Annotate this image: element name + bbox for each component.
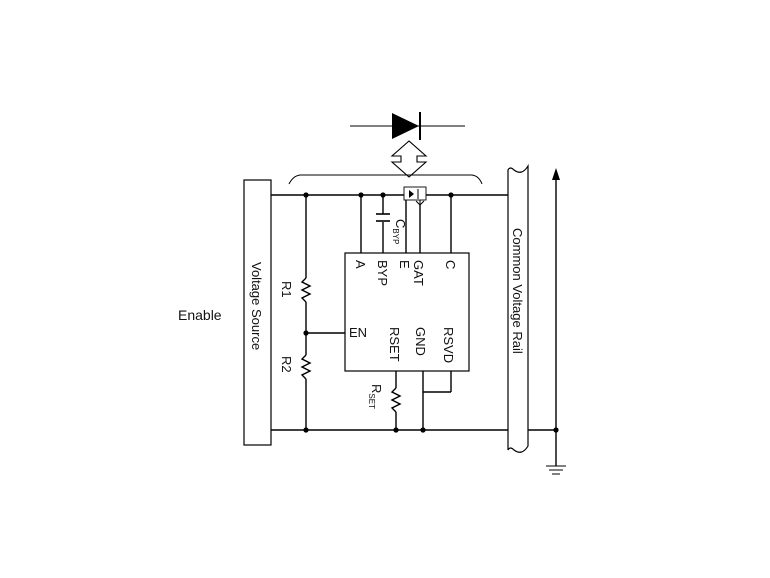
- r2-label: R2: [279, 356, 294, 373]
- rset-resistor-label: RSET: [367, 384, 384, 409]
- ground-icon: [546, 465, 566, 475]
- diode-icon: [350, 112, 465, 140]
- capacitor-icon: [376, 213, 390, 222]
- junction-dot: [303, 427, 309, 433]
- pin-label-rsvd: RSVD: [441, 327, 456, 363]
- pin-label-c: C: [443, 260, 458, 269]
- junction-dot: [393, 427, 399, 433]
- pin-label-gat: GAT: [411, 260, 426, 286]
- voltage-source-block: [243, 179, 272, 446]
- double-arrow-icon: [390, 140, 428, 178]
- pin-label-rset: RSET: [387, 327, 402, 362]
- grouping-brace: [288, 174, 483, 185]
- up-arrow-icon: [552, 168, 560, 180]
- junction-dot: [420, 427, 426, 433]
- junction-dot: [303, 330, 309, 336]
- capacitor-label: CBYP: [391, 219, 408, 244]
- common-voltage-rail-label: Common Voltage Rail: [510, 228, 525, 354]
- common-voltage-rail-block: [507, 163, 529, 453]
- mosfet-icon: [403, 186, 427, 206]
- pin-label-en: EN: [349, 325, 367, 340]
- resistor-r2-icon: [300, 354, 312, 380]
- junction-dot: [553, 427, 559, 433]
- ic-chip-body: [344, 252, 470, 372]
- pin-label-e: E: [397, 260, 412, 269]
- resistor-r1-icon: [300, 277, 312, 303]
- voltage-source-label: Voltage Source: [249, 262, 264, 350]
- pin-label-byp: BYP: [375, 260, 390, 286]
- pin-label-a: A: [353, 260, 368, 269]
- pin-label-gnd: GND: [413, 327, 428, 356]
- enable-label: Enable: [178, 307, 222, 323]
- resistor-rset-icon: [390, 387, 402, 413]
- r1-label: R1: [279, 281, 294, 298]
